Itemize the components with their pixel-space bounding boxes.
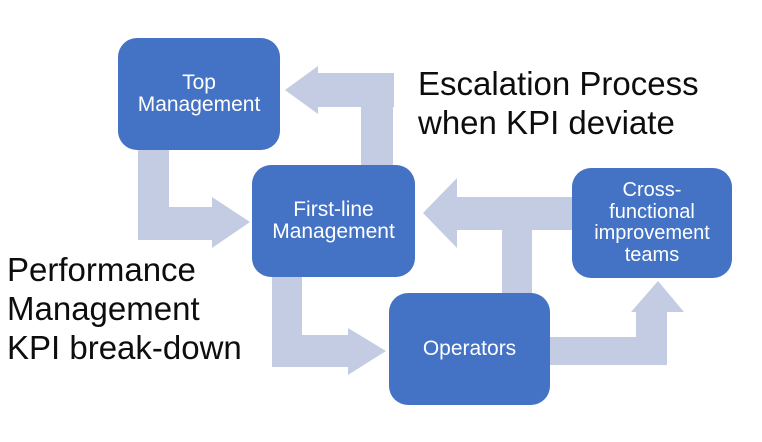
- arrow-head-left: [285, 66, 318, 114]
- node-top-management-label: Top Management: [137, 71, 261, 116]
- node-cross-functional-improvement-teams: Cross- functional improvement teams: [572, 168, 732, 278]
- node-first-line-management-label: First-line Management: [272, 198, 395, 243]
- arrow-segment: [457, 197, 572, 230]
- arrow-segment: [138, 207, 214, 240]
- arrow-operators-to-cross-functional: [550, 281, 684, 365]
- arrow-top-to-first-line: [138, 150, 250, 248]
- arrow-head-right: [348, 328, 386, 375]
- escalation-process-label: Escalation Process when KPI deviate: [418, 65, 699, 141]
- arrow-segment: [502, 230, 532, 293]
- arrow-head-right: [212, 197, 250, 248]
- performance-management-label: Performance Management KPI break-down: [7, 251, 242, 366]
- arrow-first-line-to-top: [285, 66, 394, 165]
- node-operators-label: Operators: [422, 337, 517, 360]
- arrow-segment: [272, 335, 350, 367]
- arrow-head-left: [423, 178, 457, 248]
- node-cross-functional-label: Cross- functional improvement teams: [594, 179, 710, 266]
- arrow-head-up: [631, 281, 684, 312]
- arrow-first-line-to-operators: [272, 277, 386, 375]
- node-operators: Operators: [389, 293, 550, 405]
- arrow-cross-functional-to-first-line: [423, 178, 572, 293]
- arrow-segment: [318, 73, 394, 107]
- node-top-management: Top Management: [118, 38, 280, 150]
- node-first-line-management: First-line Management: [252, 165, 415, 277]
- arrow-segment: [636, 311, 667, 365]
